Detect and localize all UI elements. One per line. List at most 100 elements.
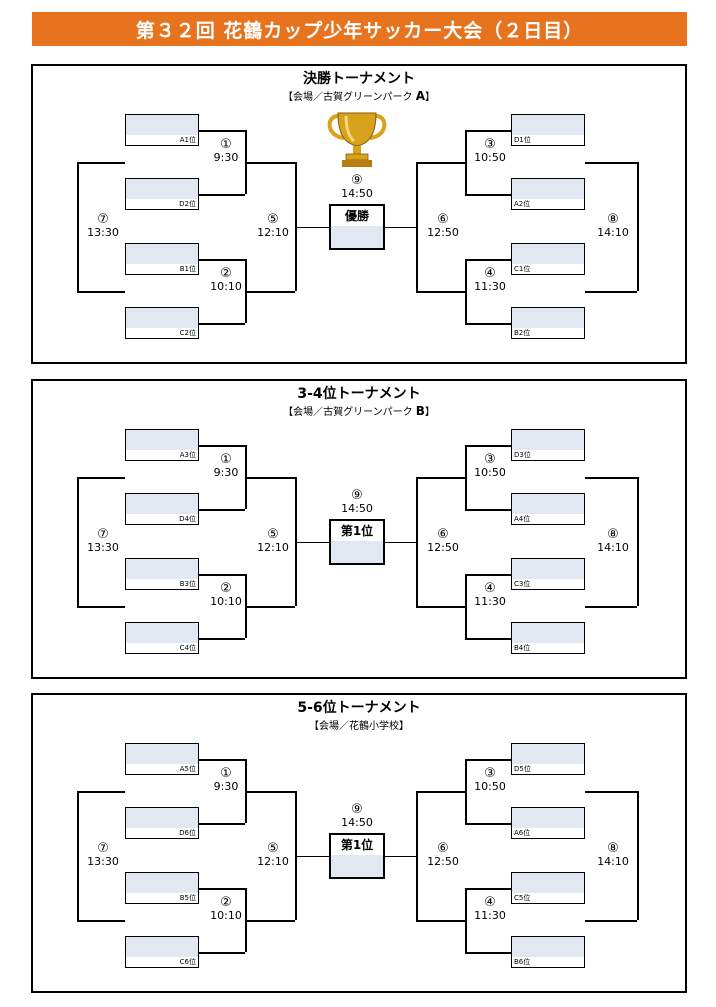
match-number: ⑦ — [97, 840, 109, 856]
team-slot[interactable]: A2位 — [511, 178, 585, 210]
match-number: ⑥ — [437, 840, 449, 856]
bracket-line — [585, 162, 637, 164]
match-time: 12:10 — [257, 854, 289, 868]
slot-seed-label: B3位 — [126, 579, 198, 589]
team-slot[interactable]: C5位 — [511, 872, 585, 904]
slot-seed-label: D2位 — [126, 199, 198, 209]
venue-letter: A — [415, 89, 425, 103]
team-slot[interactable]: D1位 — [511, 114, 585, 146]
bracket-line — [585, 291, 637, 293]
bracket-line — [77, 606, 125, 608]
bracket-line — [585, 920, 637, 922]
final-box[interactable]: 第1位 — [329, 832, 385, 879]
bracket-line — [637, 477, 639, 606]
bracket-line — [199, 130, 245, 132]
bracket-line — [199, 445, 245, 447]
team-slot[interactable]: D2位 — [125, 178, 199, 210]
match-time: 10:10 — [210, 280, 242, 293]
bracket-line — [385, 855, 416, 857]
venue-label: 【会場／古賀グリーンパーク B】 — [33, 403, 685, 418]
bracket-line — [465, 574, 467, 638]
bracket-line — [199, 888, 245, 890]
final-label: 第1位 — [331, 834, 383, 855]
bracket-line — [416, 162, 465, 164]
bracket-line — [465, 194, 511, 196]
match-number: ⑧ — [607, 211, 619, 227]
team-slot[interactable]: D5位 — [511, 743, 585, 775]
team-slot[interactable]: B2位 — [511, 307, 585, 339]
team-slot[interactable]: D6位 — [125, 807, 199, 839]
bracket-line — [199, 194, 245, 196]
match-time: 14:10 — [597, 540, 629, 554]
team-slot[interactable]: D3位 — [511, 429, 585, 461]
bracket-line — [199, 259, 245, 261]
team-slot[interactable]: B1位 — [125, 243, 199, 275]
slot-seed-label: D4位 — [126, 514, 198, 524]
slot-seed-label: C4位 — [126, 643, 198, 653]
match-number: ⑦ — [97, 211, 109, 227]
match-time: 9:30 — [213, 780, 239, 793]
bracket-line — [465, 509, 511, 511]
team-slot[interactable]: C6位 — [125, 936, 199, 968]
team-slot[interactable]: C2位 — [125, 307, 199, 339]
bracket-line — [416, 477, 465, 479]
bracket-line — [416, 291, 465, 293]
team-slot[interactable]: B5位 — [125, 872, 199, 904]
bracket-title: 5-6位トーナメント — [297, 700, 421, 716]
match-number: ③ — [484, 452, 496, 467]
bracket-line — [637, 791, 639, 920]
match-time: 10:50 — [474, 780, 506, 793]
team-slot[interactable]: C1位 — [511, 243, 585, 275]
match-time: 13:30 — [87, 225, 119, 239]
bracket-line — [199, 574, 245, 576]
page-title: 第３２回 花鶴カップ少年サッカー大会（２日目） — [32, 12, 687, 46]
bracket-line — [465, 445, 467, 509]
final-box[interactable]: 第1位 — [329, 518, 385, 565]
match-number: ③ — [484, 137, 496, 152]
team-slot[interactable]: A3位 — [125, 429, 199, 461]
slot-seed-label: A1位 — [126, 135, 198, 145]
team-slot[interactable]: C4位 — [125, 622, 199, 654]
team-slot[interactable]: A4位 — [511, 493, 585, 525]
match-number: ⑦ — [97, 526, 109, 542]
bracket-line — [416, 920, 465, 922]
match-number: ① — [220, 452, 232, 467]
team-slot[interactable]: A1位 — [125, 114, 199, 146]
match-time: 11:30 — [474, 280, 506, 293]
team-slot[interactable]: C3位 — [511, 558, 585, 590]
team-slot[interactable]: A6位 — [511, 807, 585, 839]
slot-seed-label: B1位 — [126, 264, 198, 274]
team-slot[interactable]: B6位 — [511, 936, 585, 968]
team-slot[interactable]: B4位 — [511, 622, 585, 654]
match-time: 12:50 — [427, 225, 459, 239]
team-slot[interactable]: D4位 — [125, 493, 199, 525]
team-slot[interactable]: A5位 — [125, 743, 199, 775]
match-time: 11:30 — [474, 595, 506, 608]
match-number: ① — [220, 766, 232, 781]
final-box[interactable]: 優勝 — [329, 203, 385, 250]
match-time: 10:50 — [474, 151, 506, 164]
slot-seed-label: C1位 — [512, 264, 584, 274]
team-slot[interactable]: B3位 — [125, 558, 199, 590]
slot-seed-label: C3位 — [512, 579, 584, 589]
venue-text-end: 】 — [424, 92, 435, 103]
match-time: 13:30 — [87, 854, 119, 868]
bracket-line — [385, 226, 416, 228]
bracket-line — [465, 888, 511, 890]
bracket-line — [465, 638, 511, 640]
